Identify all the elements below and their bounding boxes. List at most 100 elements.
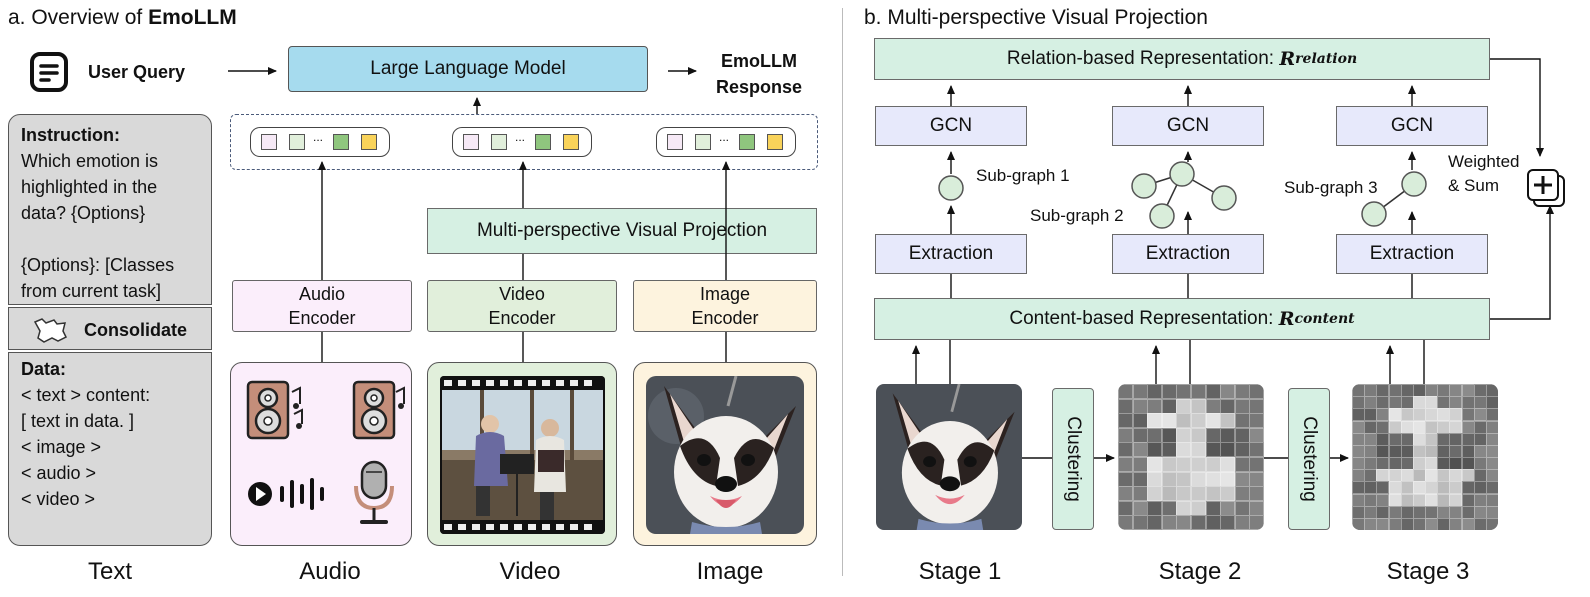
mosaic-tile <box>1161 500 1177 516</box>
mosaic-tile <box>1191 384 1206 399</box>
mosaic-tile <box>1205 457 1221 472</box>
mosaic-tile <box>1220 486 1236 502</box>
caption-audio: Audio <box>299 558 361 585</box>
token-ellipsis: ... <box>719 130 730 144</box>
data-line: < text > content: <box>21 385 151 405</box>
token <box>333 134 349 150</box>
video-frame <box>440 376 605 534</box>
mosaic-tile <box>1205 500 1221 516</box>
mosaic-tile <box>1234 500 1250 516</box>
mosaic-tile <box>1205 486 1221 502</box>
mosaic-tile <box>1191 500 1206 516</box>
mosaic-tile <box>1249 457 1264 472</box>
mosaic-tile <box>1118 515 1133 530</box>
mosaic-tile <box>1132 398 1148 414</box>
extraction-box: Extraction <box>1336 234 1488 274</box>
mosaic-tile <box>1234 413 1250 429</box>
mosaic-tile <box>1132 442 1148 458</box>
token-group-audio: ... <box>250 127 390 157</box>
token <box>261 134 277 150</box>
mosaic-tile <box>1147 471 1163 487</box>
mosaic-tile <box>1161 442 1177 458</box>
mosaic-tile <box>1249 486 1264 502</box>
mosaic-tile <box>1161 427 1177 443</box>
mosaic-tile <box>1132 413 1148 429</box>
mosaic-tile <box>1118 471 1133 487</box>
mosaic-tile <box>1191 427 1206 443</box>
token <box>491 134 507 150</box>
instruction-block: Instruction: Which emotion is highlighte… <box>21 122 206 304</box>
mosaic-tile <box>1249 427 1264 443</box>
options-text: {Options}: [Classes from current task] <box>21 255 175 301</box>
mosaic-tile <box>1191 413 1206 429</box>
data-title: Data: <box>21 359 67 379</box>
stage2-image <box>1118 384 1264 530</box>
mosaic-tile <box>1118 413 1133 429</box>
token <box>563 134 579 150</box>
data-block: Data: < text > content: [ text in data. … <box>21 356 206 512</box>
token <box>767 134 783 150</box>
mosaic-tile <box>1132 500 1148 516</box>
mosaic-tile <box>1118 486 1133 502</box>
video-encoder: Video Encoder <box>427 280 617 332</box>
token-group-image: ... <box>656 127 796 157</box>
mosaic-tile <box>1176 442 1192 458</box>
mosaic-tile <box>1220 515 1236 530</box>
mosaic-tile <box>1176 486 1192 502</box>
clustering-box: Clustering <box>1288 388 1330 530</box>
mosaic-tile <box>1234 398 1250 414</box>
mosaic-tile <box>1205 442 1221 458</box>
graph-node <box>1401 171 1427 197</box>
mosaic-tile <box>1191 398 1206 414</box>
mosaic-tile <box>1191 486 1206 502</box>
mosaic-tile <box>1161 515 1177 530</box>
mosaic-tile <box>1161 398 1177 414</box>
mosaic-tile <box>1191 442 1206 458</box>
stage-caption: Stage 3 <box>1386 558 1470 585</box>
mosaic-tile <box>1249 515 1264 530</box>
encoder-line: Image <box>699 284 751 304</box>
content-symbol: R <box>1278 308 1295 330</box>
mosaic-tile <box>1249 413 1264 429</box>
mosaic-tile <box>1118 384 1133 399</box>
mosaic-tile <box>1191 471 1206 487</box>
divider <box>8 304 212 308</box>
mvp-box: Multi-perspective Visual Projection <box>427 208 817 254</box>
mosaic-tile <box>1205 384 1221 399</box>
data-line: < image > <box>21 437 102 457</box>
mosaic-tile <box>1191 515 1206 530</box>
mosaic-tile <box>1147 500 1163 516</box>
audio-encoder: Audio Encoder <box>232 280 412 332</box>
heading-emph: EmoLLM <box>148 6 237 29</box>
mosaic-tile <box>1249 442 1264 458</box>
stage1-image <box>876 384 1022 530</box>
image-encoder: Image Encoder <box>633 280 817 332</box>
mosaic-tile <box>1205 413 1221 429</box>
caption-video: Video <box>499 558 561 585</box>
speaker-icon <box>346 378 408 442</box>
mosaic-tile <box>1176 413 1192 429</box>
mosaic-tile <box>1161 457 1177 472</box>
relation-symbol: R <box>1279 48 1296 70</box>
mosaic-tile <box>1132 486 1148 502</box>
encoder-line: Encoder <box>691 308 759 328</box>
mosaic-tile <box>1132 384 1148 399</box>
heading-prefix: a. Overview of <box>8 6 149 29</box>
microphone-icon <box>352 460 396 528</box>
consolidate-label: Consolidate <box>84 320 188 340</box>
mosaic-tile <box>1118 442 1133 458</box>
mosaic-tile <box>1161 413 1177 429</box>
stage3-image <box>1352 384 1498 530</box>
stage-caption: Stage 2 <box>1158 558 1242 585</box>
mosaic-tile <box>1205 471 1221 487</box>
data-line: < audio > <box>21 463 97 483</box>
mosaic-tile <box>1220 457 1236 472</box>
mosaic-tile <box>1118 398 1133 414</box>
data-line: [ text in data. ] <box>21 411 135 431</box>
mosaic-tile <box>1220 471 1236 487</box>
clustering-box: Clustering <box>1052 388 1094 530</box>
mosaic-tile <box>1234 427 1250 443</box>
mosaic-tile <box>1220 398 1236 414</box>
caption-text: Text <box>87 558 132 585</box>
